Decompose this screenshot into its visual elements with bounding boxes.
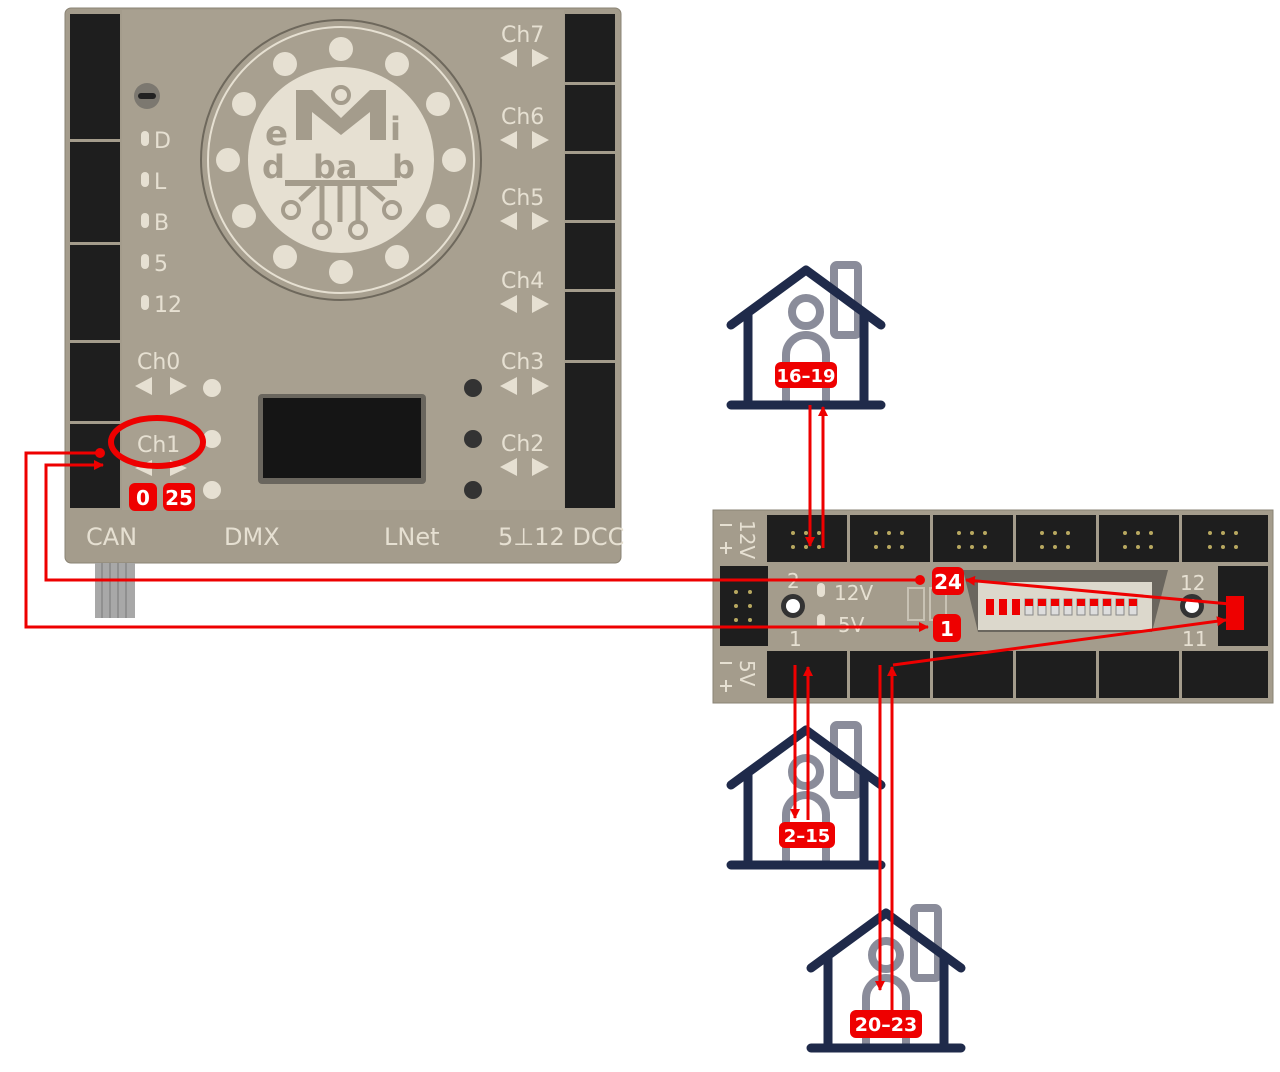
left-connector-column — [70, 14, 120, 508]
voltage-label-12v: 12V — [834, 581, 873, 605]
top-connector-row — [767, 515, 1268, 562]
badge-24: 24 — [932, 567, 964, 595]
channel-label-ch5: Ch5 — [501, 186, 544, 211]
led-label-12: 12 — [154, 293, 182, 318]
svg-text:16–19: 16–19 — [776, 366, 835, 387]
channel-label-ch2: Ch2 — [501, 432, 544, 457]
svg-text:24: 24 — [934, 570, 962, 594]
house-icon-1 — [726, 261, 886, 410]
main-badge-25: 25 — [163, 483, 195, 511]
label-1: 1 — [789, 627, 802, 651]
svg-text:ba: ba — [313, 148, 358, 186]
display — [258, 394, 426, 484]
status-leds: D L B 5 12 — [141, 129, 182, 318]
voltage-label-5v: 5V — [838, 613, 865, 637]
ch1-highlight-ellipse — [108, 415, 206, 469]
port-label-dmx: DMX — [224, 523, 280, 551]
led-label-d: D — [154, 129, 171, 154]
house-badge-2-15: 2–15 — [779, 822, 835, 848]
channel-label-ch0: Ch0 — [137, 350, 180, 375]
connector-marker — [1226, 596, 1244, 630]
buttons — [203, 379, 482, 499]
led-label-b: B — [154, 211, 169, 236]
port-label-dcc: 5⊥12 DCC — [498, 523, 624, 551]
svg-text:e: e — [265, 114, 288, 154]
house-icon-2 — [726, 721, 886, 870]
channel-label-ch7: Ch7 — [501, 23, 544, 48]
channel-label-ch1: Ch1 — [137, 433, 180, 458]
svg-text:20–23: 20–23 — [855, 1014, 917, 1036]
rail-label-5v: 5V — [735, 660, 759, 687]
svg-text:d: d — [262, 148, 285, 186]
port-label-can: CAN — [86, 523, 137, 551]
dip-switch — [963, 570, 1168, 632]
main-board: e i d ba b D L — [64, 7, 624, 618]
rail-label-12v: 12V — [735, 520, 759, 559]
svg-text:i: i — [390, 110, 401, 148]
extension-board: 12V 5V 2 1 12V 5V 12 — [712, 509, 1274, 704]
channel-labels: Ch0 Ch1 Ch7 Ch6 Ch5 Ch4 Ch3 Ch2 — [135, 23, 549, 476]
bottom-connector-row — [767, 651, 1268, 698]
right-connector-column — [565, 14, 615, 508]
emidbalb-logo: e i d ba b — [200, 19, 482, 301]
port-label-lnet: LNet — [384, 523, 440, 551]
wiring-arrows — [24, 405, 1231, 1012]
badge-1: 1 — [933, 614, 961, 642]
channel-label-ch4: Ch4 — [501, 269, 544, 294]
ribbon-cable — [95, 563, 135, 618]
house-badge-16-19: 16–19 — [775, 362, 837, 388]
svg-text:2–15: 2–15 — [784, 826, 831, 847]
channel-label-ch3: Ch3 — [501, 350, 544, 375]
svg-text:0: 0 — [136, 486, 150, 510]
bottom-port-labels: CAN DMX LNet 5⊥12 DCC — [86, 523, 624, 551]
svg-text:25: 25 — [165, 486, 193, 510]
house-badge-20-23: 20–23 — [850, 1010, 922, 1038]
led-label-5: 5 — [154, 252, 168, 277]
house-icon-3 — [806, 904, 966, 1053]
label-12: 12 — [1180, 571, 1205, 595]
rail-labels: 12V 5V — [720, 520, 759, 692]
svg-text:b: b — [392, 148, 415, 186]
led-label-l: L — [154, 170, 167, 195]
ir-sensor-icon — [134, 83, 160, 109]
channel-label-ch6: Ch6 — [501, 105, 544, 130]
label-11: 11 — [1182, 627, 1207, 651]
svg-text:1: 1 — [940, 617, 954, 641]
main-badge-0: 0 — [129, 483, 157, 511]
